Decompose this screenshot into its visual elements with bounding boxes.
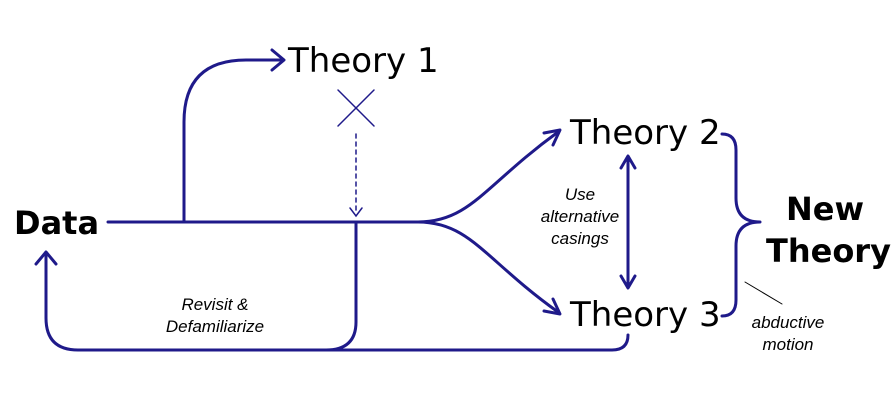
new-theory-label-line2: Theory — [766, 232, 891, 270]
abductive-pointer-line — [744, 281, 783, 305]
loop-vertical-connector — [324, 220, 358, 352]
new-theory-brace — [720, 132, 762, 318]
theory2-branch-line — [416, 130, 560, 224]
abductive-annotation: abductive motion — [738, 312, 838, 356]
alt-casings-arrowhead-up — [619, 154, 637, 170]
data-loop-arrowhead — [34, 250, 58, 266]
theory1-label: Theory 1 — [288, 41, 439, 81]
dotted-arrowhead — [349, 207, 363, 218]
theory2-arrowhead — [542, 128, 562, 147]
revisit-annotation: Revisit & Defamiliarize — [160, 294, 270, 338]
theory1-rejected-mark — [337, 89, 375, 127]
alt-line2: alternative — [540, 207, 620, 226]
data-node-label: Data — [14, 204, 100, 242]
alt-casings-annotation: Use alternative casings — [540, 184, 620, 250]
theory1-branch-line — [182, 58, 284, 224]
revisit-line1: Revisit & — [181, 295, 249, 314]
theory2-label: Theory 2 — [570, 113, 721, 153]
theory3-branch-line — [416, 220, 560, 314]
revisit-line2: Defamiliarize — [165, 317, 265, 336]
abductive-line2: motion — [762, 335, 814, 354]
new-theory-label-line1: New — [786, 190, 865, 228]
alt-line3: casings — [551, 229, 609, 248]
theory3-label: Theory 3 — [570, 295, 721, 335]
theory3-arrowhead — [542, 297, 562, 316]
alt-line1: Use — [564, 185, 596, 204]
alt-casings-arrowhead-down — [619, 274, 637, 290]
abductive-line1: abductive — [751, 313, 825, 332]
theory1-arrowhead — [270, 48, 286, 72]
feedback-loop-line — [44, 252, 630, 352]
